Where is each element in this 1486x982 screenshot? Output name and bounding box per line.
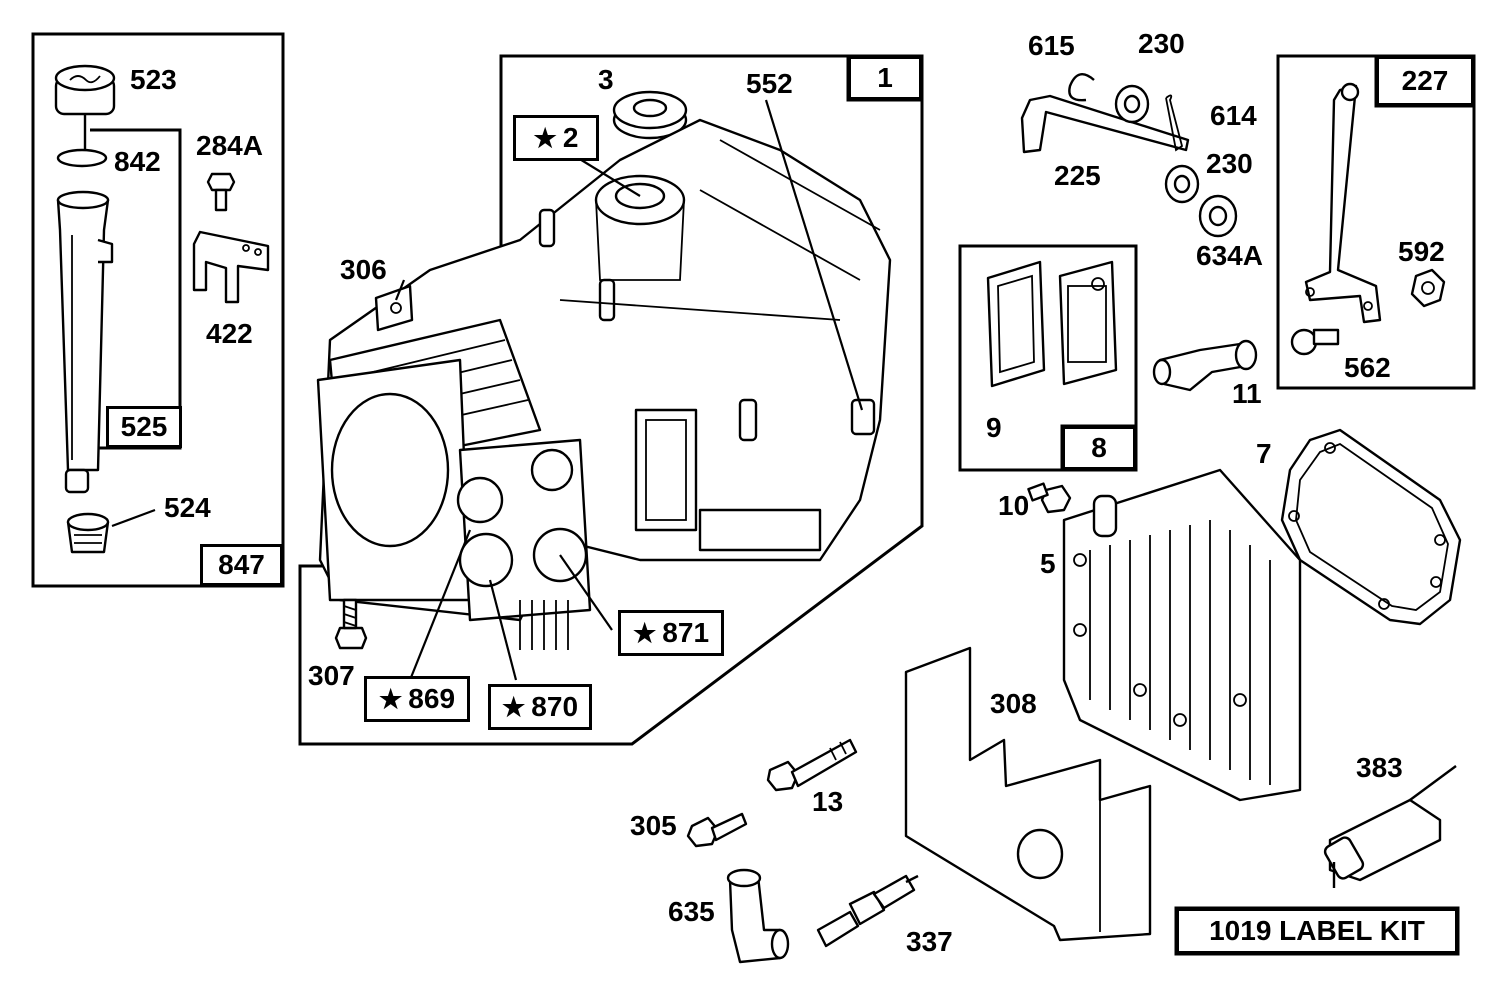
label-230-lower: 230 [1206,148,1253,179]
label-227: 227 [1376,56,1474,106]
label-383: 383 [1356,752,1403,783]
label-635: 635 [668,896,715,927]
screw-562 [1290,328,1340,356]
label-10: 10 [998,490,1030,521]
gasket-9 [986,260,1046,388]
frame-847 [31,32,285,588]
label-871: ★871 [618,610,724,656]
label-614: 614 [1210,100,1257,131]
label-615: 615 [1028,30,1075,61]
label-870-text: 870 [531,691,579,722]
ground-wire-383 [1323,765,1457,888]
governor-rod-225 [1020,94,1190,154]
label-308: 308 [990,688,1037,719]
label-871-text: 871 [662,617,710,648]
star-symbol: ★ [533,123,557,153]
shield-308 [904,646,1152,942]
label-11: 11 [1232,378,1262,409]
screw-284a [206,172,236,212]
label-870: ★870 [488,684,592,730]
label-2-text: 2 [562,122,579,153]
label-422: 422 [206,318,253,349]
head-gasket-7 [1280,428,1462,626]
screw-305 [686,812,748,848]
breather-tube-11 [1152,339,1258,392]
elbow-635 [726,868,790,964]
nut-592 [1410,268,1446,308]
label-1: 1 [848,56,922,100]
label-523: 523 [130,64,177,95]
o-ring-842 [56,148,108,168]
cylinder-block [316,118,892,650]
screw-10 [1027,482,1072,514]
label-305: 305 [630,810,677,841]
seal-634a [1198,194,1238,238]
washer-230-upper [1114,84,1150,124]
label-525: 525 [106,406,182,448]
label-13: 13 [812,786,844,817]
label-230-upper: 230 [1138,28,1185,59]
label-634a: 634A [1196,240,1263,271]
star-symbol: ★ [501,692,526,722]
label-524: 524 [164,492,211,523]
label-5: 5 [1040,548,1056,579]
stud-13 [766,738,858,792]
label-552: 552 [746,68,793,99]
cylinder-head-5 [1062,468,1302,802]
label-562: 562 [1344,352,1391,383]
frame-525 [90,128,182,450]
label-869: ★869 [364,676,470,722]
governor-lever-227 [1304,82,1382,324]
washer-230-lower [1164,164,1200,204]
label-2: ★2 [513,115,599,161]
label-225: 225 [1054,160,1101,191]
hairpin-614 [1165,94,1184,152]
bolt-307 [334,598,368,650]
dipstick-tube-525 [56,190,114,494]
label-3: 3 [598,64,614,95]
label-284a: 284A [196,130,263,161]
label-7: 7 [1256,438,1272,469]
star-symbol: ★ [632,618,657,648]
spark-plug-337 [816,874,919,948]
star-symbol: ★ [378,684,403,714]
label-337: 337 [906,926,953,957]
seal-3 [612,90,688,140]
label-306: 306 [340,254,387,285]
label-8: 8 [1062,426,1136,470]
cover-plate [1058,260,1118,386]
label-842: 842 [114,146,161,177]
dipstick-cap-523 [54,64,116,150]
label-kit-1019: 1019 LABEL KIT [1176,908,1458,954]
frame-8 [958,244,1138,472]
label-592: 592 [1398,236,1445,267]
clip-615 [1068,73,1095,102]
label-307: 307 [308,660,355,691]
plug-524 [66,512,110,554]
label-869-text: 869 [408,683,456,714]
label-847: 847 [200,544,283,586]
label-9: 9 [986,412,1002,443]
bracket-422 [192,230,270,304]
